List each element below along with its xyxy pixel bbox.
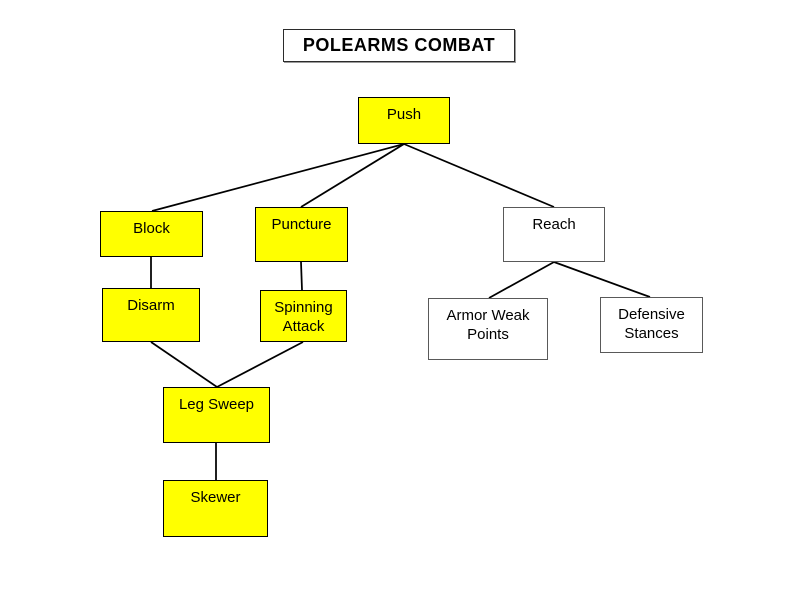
node-defensive-stances: Defensive Stances [600,297,703,353]
diagram-title-text: POLEARMS COMBAT [302,35,496,55]
node-armor-weak-points: Armor Weak Points [428,298,548,360]
edge-push-puncture [300,143,405,208]
node-block-label: Block [133,220,170,237]
node-disarm-label: Disarm [127,297,175,314]
edge-spinning-attack-leg-sweep [216,341,304,388]
node-armor-weak-points-label: Armor Weak Points [446,307,530,343]
node-spinning-attack-label: Spinning Attack [274,299,333,335]
edge-push-reach [403,143,555,208]
node-push-label: Push [386,106,422,123]
node-reach-label: Reach [532,216,576,233]
node-skewer-label: Skewer [190,489,241,506]
node-reach: Reach [503,207,605,262]
node-push: Push [358,97,450,144]
edge-puncture-spinning-attack [300,261,303,291]
node-defensive-stances-label: Defensive Stances [618,306,685,342]
node-block: Block [100,211,203,257]
node-leg-sweep: Leg Sweep [163,387,270,443]
node-puncture-label: Puncture [271,216,332,233]
edge-reach-armor-weak-points [488,261,555,299]
edge-reach-defensive-stances [553,261,651,298]
node-puncture: Puncture [255,207,348,262]
node-skewer: Skewer [163,480,268,537]
node-disarm: Disarm [102,288,200,342]
node-spinning-attack: Spinning Attack [260,290,347,342]
node-leg-sweep-label: Leg Sweep [178,396,255,413]
edge-disarm-leg-sweep [150,341,218,388]
edge-push-block [151,143,405,212]
diagram-title: POLEARMS COMBAT [283,29,515,62]
